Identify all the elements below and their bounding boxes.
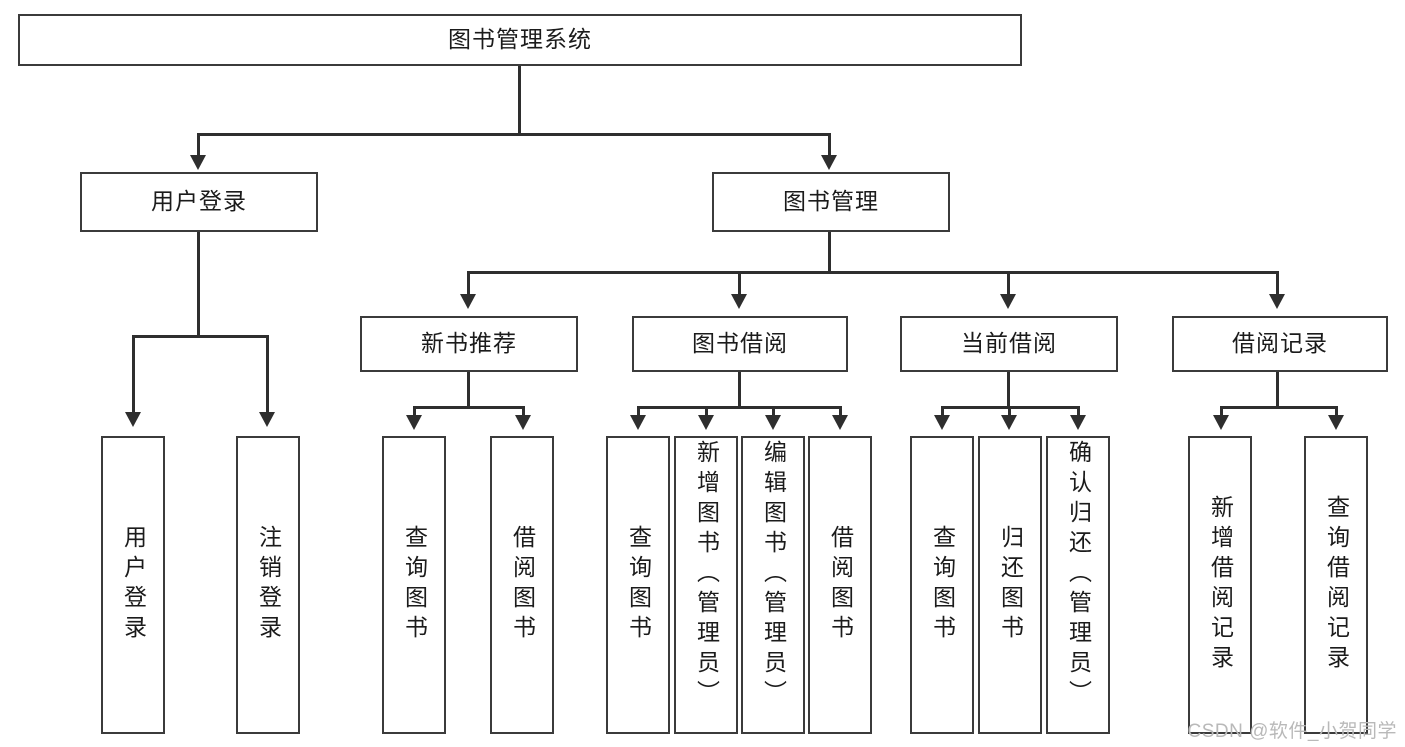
arrowhead-leaf-query-record [1328,415,1344,430]
connector-cb-child-1 [941,406,944,418]
node-label: 图书借阅 [692,330,788,357]
connector-borrow-record-trunk [1276,372,1279,408]
connector-bb-child-4 [839,406,842,418]
leaf-query-book-3[interactable]: 查询图书 [910,436,974,734]
arrowhead-to-borrow-record [1269,294,1285,309]
node-current-borrow[interactable]: 当前借阅 [900,316,1118,372]
connector-br-child-2 [1335,406,1338,418]
connector-bb-child-1 [637,406,640,418]
node-label: 新增图书（管理员） [693,440,720,710]
connector-new-book-rec-trunk [467,372,470,408]
node-label: 借阅图书 [827,525,854,645]
arrowhead-leaf-borrow-book-2 [832,415,848,430]
node-user-login[interactable]: 用户登录 [80,172,318,232]
connector-book-borrow-trunk [738,372,741,408]
leaf-user-login[interactable]: 用户登录 [101,436,165,734]
connector-to-current-borrow [1007,271,1010,296]
node-label: 用户登录 [120,525,147,645]
leaf-borrow-book-1[interactable]: 借阅图书 [490,436,554,734]
connector-nbr-child-2 [522,406,525,418]
arrowhead-to-book-manage [821,155,837,170]
leaf-query-book-2[interactable]: 查询图书 [606,436,670,734]
connector-level2-bar [197,133,831,136]
connector-user-login-trunk [197,232,200,338]
arrowhead-leaf-borrow-book-1 [515,415,531,430]
connector-br-child-1 [1220,406,1223,418]
arrowhead-leaf-return-book [1001,415,1017,430]
arrowhead-leaf-user-login [125,412,141,427]
leaf-query-record[interactable]: 查询借阅记录 [1304,436,1368,734]
node-book-manage[interactable]: 图书管理 [712,172,950,232]
connector-to-new-book-rec [467,271,470,296]
arrowhead-to-user-login [190,155,206,170]
connector-root-trunk [518,66,521,134]
node-label: 查询图书 [625,525,652,645]
connector-to-book-manage [828,133,831,158]
node-label: 查询借阅记录 [1323,495,1350,675]
leaf-logout[interactable]: 注销登录 [236,436,300,734]
connector-user-login-child-2 [266,335,269,415]
leaf-confirm-return-admin[interactable]: 确认归还（管理员） [1046,436,1110,734]
arrowhead-leaf-query-book-3 [934,415,950,430]
connector-to-user-login [197,133,200,158]
arrowhead-to-current-borrow [1000,294,1016,309]
connector-nbr-child-1 [413,406,416,418]
connector-user-login-bar [132,335,266,338]
node-label: 借阅图书 [509,525,536,645]
arrowhead-to-book-borrow [731,294,747,309]
connector-level3-bar [467,271,1279,274]
node-label: 查询图书 [929,525,956,645]
node-label: 新书推荐 [421,330,517,357]
connector-user-login-child-1 [132,335,135,415]
arrowhead-leaf-query-book-1 [406,415,422,430]
connector-cb-child-2 [1008,406,1011,418]
leaf-add-book-admin[interactable]: 新增图书（管理员） [674,436,738,734]
arrowhead-leaf-query-book-2 [630,415,646,430]
node-label: 借阅记录 [1232,330,1328,357]
arrowhead-leaf-confirm-return-admin [1070,415,1086,430]
connector-book-manage-trunk [828,232,831,273]
node-label: 确认归还（管理员） [1065,440,1092,710]
connector-new-book-rec-bar [413,406,525,409]
leaf-edit-book-admin[interactable]: 编辑图书（管理员） [741,436,805,734]
node-label: 图书管理 [783,188,879,215]
node-book-borrow[interactable]: 图书借阅 [632,316,848,372]
node-label: 查询图书 [401,525,428,645]
node-label: 新增借阅记录 [1207,495,1234,675]
node-label: 用户登录 [151,188,247,215]
arrowhead-leaf-edit-book-admin [765,415,781,430]
node-new-book-rec[interactable]: 新书推荐 [360,316,578,372]
leaf-return-book[interactable]: 归还图书 [978,436,1042,734]
connector-borrow-record-bar [1220,406,1338,409]
connector-book-borrow-bar [637,406,842,409]
connector-cb-child-3 [1077,406,1080,418]
arrowhead-leaf-add-book-admin [698,415,714,430]
node-borrow-record[interactable]: 借阅记录 [1172,316,1388,372]
connector-bb-child-2 [705,406,708,418]
arrowhead-leaf-add-record [1213,415,1229,430]
connector-bb-child-3 [772,406,775,418]
connector-to-book-borrow [738,271,741,296]
leaf-borrow-book-2[interactable]: 借阅图书 [808,436,872,734]
node-label: 图书管理系统 [448,26,592,53]
leaf-add-record[interactable]: 新增借阅记录 [1188,436,1252,734]
node-label: 当前借阅 [961,330,1057,357]
leaf-query-book-1[interactable]: 查询图书 [382,436,446,734]
connector-to-borrow-record [1276,271,1279,296]
connector-current-borrow-trunk [1007,372,1010,408]
node-label: 编辑图书（管理员） [760,440,787,710]
arrowhead-to-new-book-rec [460,294,476,309]
node-label: 注销登录 [255,525,282,645]
node-label: 归还图书 [997,525,1024,645]
node-root-system[interactable]: 图书管理系统 [18,14,1022,66]
arrowhead-leaf-logout [259,412,275,427]
